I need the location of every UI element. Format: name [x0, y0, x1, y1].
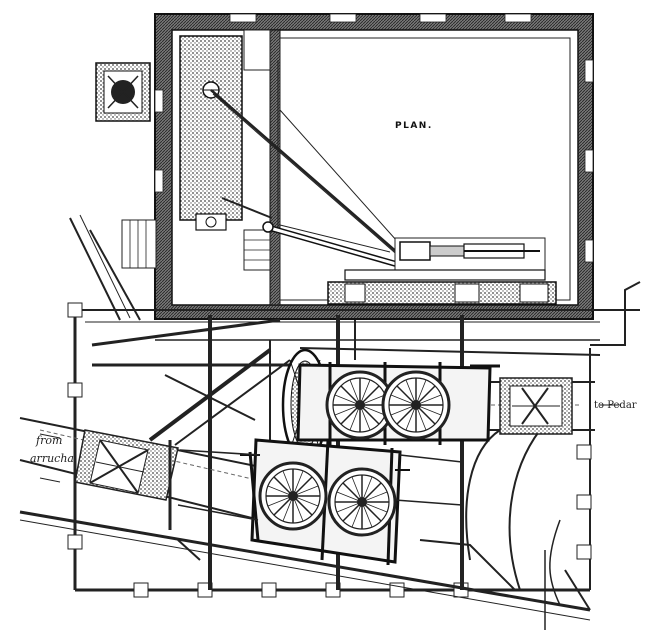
guide-rails [168, 440, 463, 561]
steps [121, 219, 157, 269]
from-label: from [35, 434, 62, 447]
destination-label: to Pedar [594, 400, 637, 411]
steam-pipes [210, 60, 418, 273]
incoming-gate [74, 429, 179, 501]
plan-label: PLAN. [395, 121, 433, 131]
shaft-symbol [95, 62, 151, 122]
source-label: arrucha [30, 452, 74, 465]
sheave-wheel-4 [327, 467, 397, 537]
sheave-wheel-2 [381, 370, 451, 440]
boiler [179, 35, 243, 231]
outgoing-gate [499, 377, 573, 435]
steam-engine [327, 237, 557, 305]
sheave-wheel-3 [258, 461, 328, 531]
